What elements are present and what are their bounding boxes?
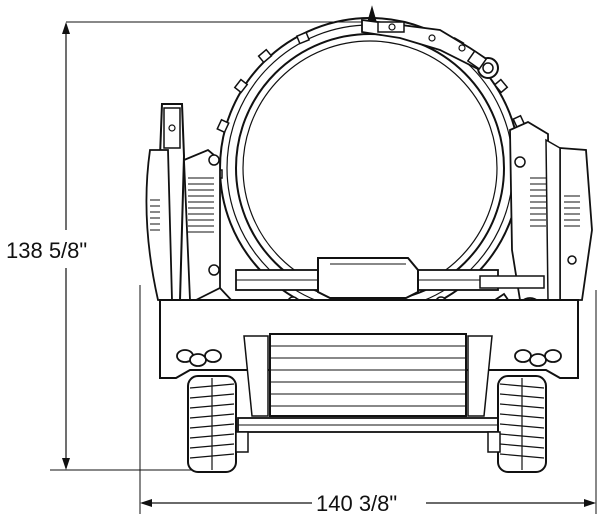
height-dimension-label: 138 5/8" — [6, 238, 87, 263]
right-tail-lights — [514, 349, 562, 367]
left-track — [187, 375, 237, 473]
right-upright-arm — [509, 120, 593, 301]
right-track — [497, 375, 547, 473]
width-dimension-label: 140 3/8" — [316, 491, 397, 516]
ring-drive-assembly — [361, 5, 499, 79]
width-arrow-right — [584, 499, 596, 507]
height-dimension: 138 5/8" — [6, 21, 380, 471]
width-arrow-left — [140, 499, 152, 507]
left-tail-lights — [176, 349, 222, 367]
left-upright-arm — [145, 103, 221, 301]
height-arrow-top — [62, 22, 70, 34]
chassis — [159, 299, 579, 433]
rear-bumper-caps — [235, 431, 501, 453]
height-arrow-bottom — [62, 458, 70, 470]
width-dimension: 140 3/8" — [139, 285, 597, 516]
cross-beam — [235, 257, 545, 323]
